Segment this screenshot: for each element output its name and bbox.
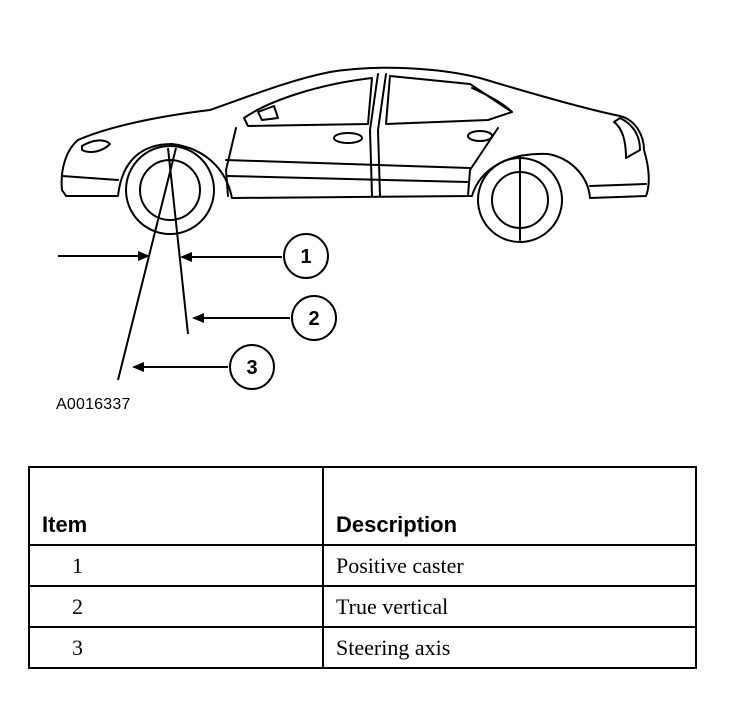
steering-axis-line <box>117 147 177 381</box>
rear-bumper <box>589 183 647 187</box>
figure-code: A0016337 <box>56 396 131 413</box>
body-crease <box>225 159 471 169</box>
sedan-side-view <box>60 66 650 243</box>
callout-2-circle <box>291 295 337 341</box>
true-vertical-line <box>167 147 189 335</box>
b-pillar-line <box>369 73 379 197</box>
caster-diagram: 1 2 3 <box>58 66 650 390</box>
callout-1-circle <box>283 233 329 279</box>
taillight <box>613 117 641 159</box>
header-description: Description <box>322 466 697 546</box>
callout-3-label: 3 <box>246 357 257 379</box>
table-row: 2 True vertical <box>28 585 697 628</box>
table-row: 1 Positive caster <box>28 544 697 587</box>
row-item: 2 <box>28 585 324 628</box>
headlight <box>81 139 111 153</box>
header-item: Item <box>28 466 324 546</box>
row-description: Steering axis <box>322 626 697 669</box>
side-mirror <box>257 105 279 121</box>
front-door-line <box>225 127 237 197</box>
callout-circles: 1 2 3 <box>229 233 337 390</box>
arrows <box>58 251 290 372</box>
table-header-row: Item Description <box>28 466 697 546</box>
front-bumper <box>61 175 119 181</box>
quarter-window <box>471 87 513 113</box>
row-description: True vertical <box>322 585 697 628</box>
callout-3-circle <box>229 344 275 390</box>
front-door-handle <box>333 132 363 144</box>
rear-window <box>385 75 513 125</box>
row-description: Positive caster <box>322 544 697 587</box>
body-crease-low <box>227 175 469 183</box>
rear-door-handle <box>467 130 493 142</box>
caster-lines <box>117 147 189 381</box>
row-item: 1 <box>28 544 324 587</box>
callout-1-label: 1 <box>300 246 311 268</box>
front-tire <box>125 145 215 235</box>
callout-2-label: 2 <box>308 308 319 330</box>
table-row: 3 Steering axis <box>28 626 697 669</box>
legend-table: Item Description 1 Positive caster 2 Tru… <box>28 466 697 669</box>
b-pillar-line-2 <box>377 73 387 197</box>
row-item: 3 <box>28 626 324 669</box>
rear-door-line <box>467 127 499 197</box>
front-window <box>243 77 373 127</box>
